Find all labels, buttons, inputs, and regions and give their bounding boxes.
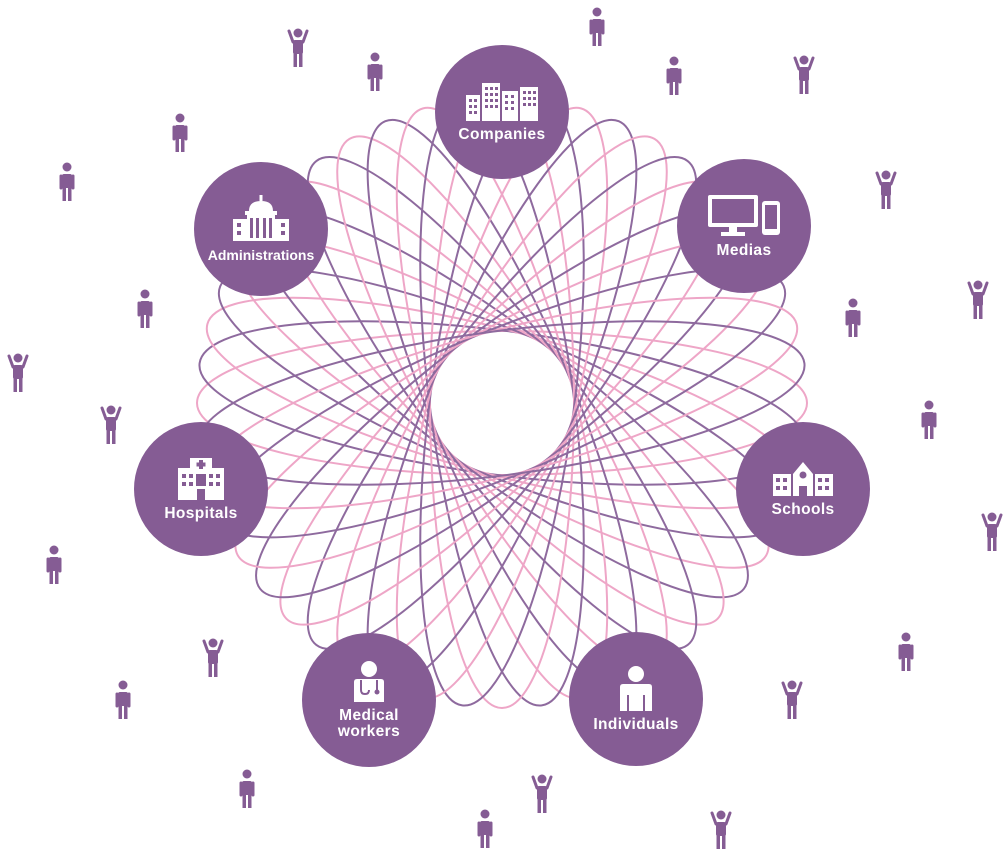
person-icon (620, 666, 652, 711)
node-label-companies: Companies (458, 126, 546, 143)
person-arms-raised-icon (201, 638, 225, 678)
person-arms-raised-icon (980, 512, 1003, 552)
node-companies: Companies (435, 45, 569, 179)
person-standing-icon (111, 680, 135, 720)
person-standing-icon (363, 52, 387, 92)
rosette-ellipse (306, 156, 698, 650)
person-standing-icon (55, 162, 79, 202)
rosette-ellipse (395, 106, 609, 700)
person-standing-icon (235, 769, 259, 809)
person-standing-icon (473, 809, 497, 849)
node-label-hospitals: Hospitals (164, 505, 238, 522)
school-building-icon (773, 462, 833, 496)
doctor-stethoscope-icon (354, 661, 384, 702)
person-standing-icon (894, 632, 918, 672)
person-standing-icon (917, 400, 941, 440)
person-arms-raised-icon (966, 280, 990, 320)
person-standing-icon (662, 56, 686, 96)
rosette-ellipse (196, 330, 808, 476)
person-standing-icon (841, 298, 865, 338)
monitor-phone-icon (708, 195, 780, 236)
person-arms-raised-icon (6, 353, 30, 393)
hospital-icon (178, 458, 224, 500)
node-label-schools: Schools (771, 501, 835, 518)
person-arms-raised-icon (792, 55, 816, 95)
rosette-ellipse (366, 118, 638, 688)
node-label-medias: Medias (716, 242, 772, 259)
node-hospitals: Hospitals (134, 422, 268, 556)
node-label-medical-workers: Medical workers (337, 707, 401, 740)
person-standing-icon (42, 545, 66, 585)
rosette-ellipse (366, 118, 638, 688)
rosette-ellipse (205, 296, 799, 510)
rosette-ellipse (429, 97, 575, 709)
person-arms-raised-icon (780, 680, 804, 720)
rosette-ellipse (306, 156, 698, 650)
person-arms-raised-icon (709, 810, 733, 850)
node-label-administrations: Administrations (207, 247, 315, 263)
node-administrations: Administrations (194, 162, 328, 296)
person-standing-icon (168, 113, 192, 153)
person-arms-raised-icon (530, 774, 554, 814)
office-buildings-icon (466, 83, 538, 121)
node-medias: Medias (677, 159, 811, 293)
node-label-individuals: Individuals (593, 716, 679, 733)
rosette-ellipse (205, 296, 799, 510)
node-individuals: Individuals (569, 632, 703, 766)
node-schools: Schools (736, 422, 870, 556)
person-standing-icon (585, 7, 609, 47)
government-building-icon (233, 195, 289, 241)
person-arms-raised-icon (99, 405, 123, 445)
rosette-ellipse (395, 106, 609, 700)
person-arms-raised-icon (874, 170, 898, 210)
person-standing-icon (133, 289, 157, 329)
node-medical-workers: Medical workers (302, 633, 436, 767)
person-arms-raised-icon (286, 28, 310, 68)
